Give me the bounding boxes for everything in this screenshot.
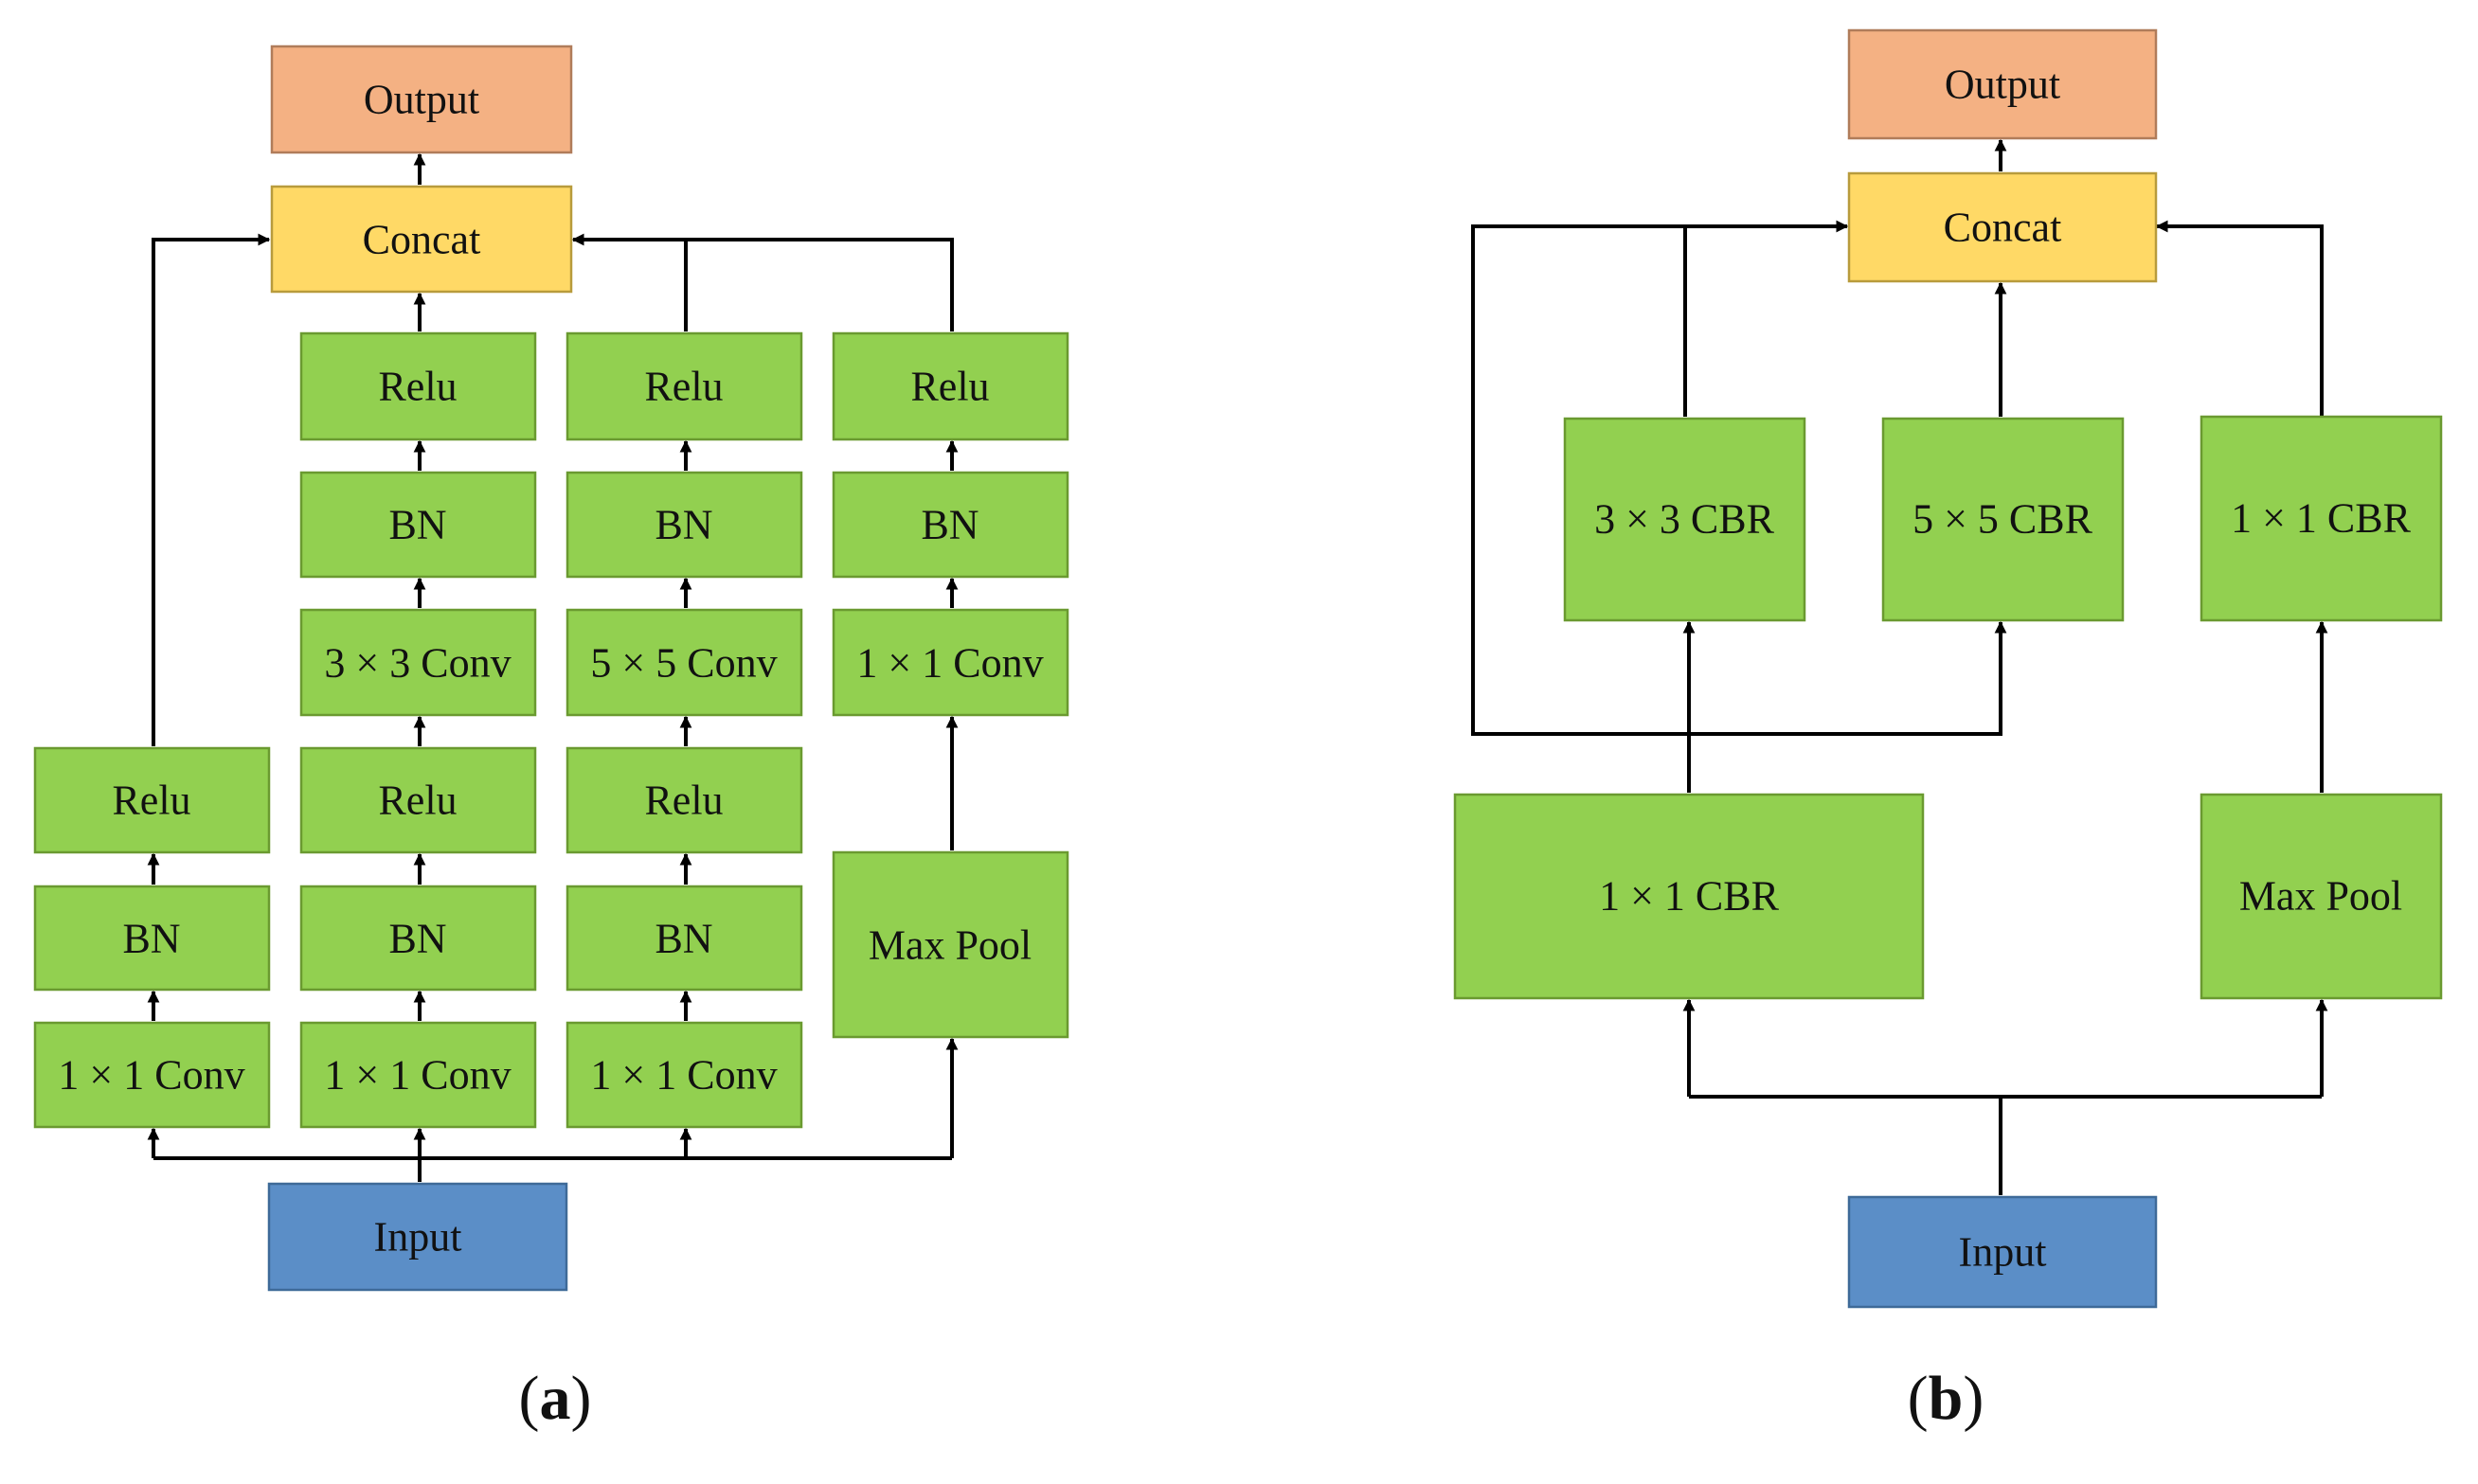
b-concat-label: Concat [1944, 205, 2062, 251]
b-cbr1-left-node: 1 × 1 CBR [1453, 793, 1925, 1000]
edge-b-skip-loop [1471, 224, 1689, 736]
a-output-label: Output [364, 77, 479, 123]
a-b4-bn-label: BN [921, 502, 979, 548]
b-input-label: Input [1959, 1229, 2047, 1276]
caption-b: (b) [1908, 1364, 1984, 1433]
caption-a: (a) [519, 1364, 592, 1433]
a-b4-bn-node: BN [832, 471, 1069, 579]
a-b4-pool-node: Max Pool [832, 850, 1069, 1039]
a-input-node: Input [267, 1182, 568, 1292]
diagram-a: Output Concat Relu BN 3 × 3 Conv Relu BN [33, 45, 1069, 1433]
b-pool-label: Max Pool [2239, 873, 2402, 920]
diagram-a-edges [147, 152, 959, 1182]
a-b3-relu2-node: Relu [566, 331, 803, 441]
a-b3-bn2-label: BN [655, 502, 712, 548]
a-b4-pool-label: Max Pool [869, 922, 1032, 969]
edge-a-input-bus [153, 1156, 952, 1182]
edge-a-b3-b4-to-concat [571, 233, 954, 331]
a-b1-conv-node: 1 × 1 Conv [33, 1021, 271, 1129]
a-b2-conv1-node: 1 × 1 Conv [299, 1021, 537, 1129]
a-b2-bn2-label: BN [388, 502, 446, 548]
a-b3-relu1-label: Relu [644, 778, 723, 824]
a-input-label: Input [374, 1214, 462, 1261]
a-b3-conv2-node: 5 × 5 Conv [566, 608, 803, 717]
a-b1-bn-node: BN [33, 885, 271, 992]
a-b1-relu-node: Relu [33, 746, 271, 854]
a-b3-bn1-label: BN [655, 916, 712, 962]
a-b2-bn1-node: BN [299, 885, 537, 992]
b-cbr1-left-label: 1 × 1 CBR [1599, 873, 1780, 920]
b-cbr1-right-label: 1 × 1 CBR [2231, 495, 2412, 542]
b-input-node: Input [1847, 1195, 2158, 1309]
a-b3-conv2-label: 5 × 5 Conv [590, 640, 777, 687]
a-b2-conv1-label: 1 × 1 Conv [324, 1052, 511, 1099]
a-b4-relu-node: Relu [832, 331, 1069, 441]
edge-b-skip-to-cbr5 [1689, 620, 2007, 736]
a-b2-relu1-label: Relu [378, 778, 457, 824]
a-b2-conv2-node: 3 × 3 Conv [299, 608, 537, 717]
a-output-node: Output [270, 45, 573, 154]
a-b3-relu1-node: Relu [566, 746, 803, 854]
b-output-label: Output [1945, 62, 2060, 108]
a-b3-relu2-label: Relu [644, 364, 723, 410]
a-b2-bn2-node: BN [299, 471, 537, 579]
a-concat-label: Concat [363, 217, 481, 263]
diagram-b-edges [1471, 138, 2328, 1195]
a-concat-node: Concat [270, 185, 573, 294]
edge-b-cbr1r-to-concat [2155, 220, 2324, 417]
a-b3-conv1-node: 1 × 1 Conv [566, 1021, 803, 1129]
b-concat-node: Concat [1847, 171, 2158, 283]
b-cbr3-node: 3 × 3 CBR [1563, 417, 1806, 622]
edge-b-input-bus [1689, 1095, 2322, 1195]
a-b3-bn2-node: BN [566, 471, 803, 579]
b-pool-node: Max Pool [2200, 793, 2443, 1000]
a-b1-relu-label: Relu [112, 778, 190, 824]
b-cbr3-label: 3 × 3 CBR [1594, 496, 1775, 543]
a-b3-bn1-node: BN [566, 885, 803, 992]
a-b4-relu-label: Relu [910, 364, 989, 410]
a-b2-relu1-node: Relu [299, 746, 537, 854]
a-b2-relu2-label: Relu [378, 364, 457, 410]
a-b2-bn1-label: BN [388, 916, 446, 962]
a-b3-conv1-label: 1 × 1 Conv [590, 1052, 777, 1099]
b-cbr5-node: 5 × 5 CBR [1881, 417, 2125, 622]
a-b2-relu2-node: Relu [299, 331, 537, 441]
a-b2-conv2-label: 3 × 3 Conv [324, 640, 511, 687]
b-output-node: Output [1847, 28, 2158, 140]
diagram-b: Output Concat 3 × 3 CBR 5 × 5 CBR 1 × 1 … [1453, 28, 2443, 1433]
a-b1-bn-label: BN [122, 916, 180, 962]
b-cbr1-right-node: 1 × 1 CBR [2200, 415, 2443, 622]
a-b4-conv-node: 1 × 1 Conv [832, 608, 1069, 717]
a-b1-conv-label: 1 × 1 Conv [58, 1052, 244, 1099]
b-cbr5-label: 5 × 5 CBR [1912, 496, 2093, 543]
edge-a-b1-relu-concat [152, 233, 271, 746]
a-b4-conv-label: 1 × 1 Conv [856, 640, 1043, 687]
